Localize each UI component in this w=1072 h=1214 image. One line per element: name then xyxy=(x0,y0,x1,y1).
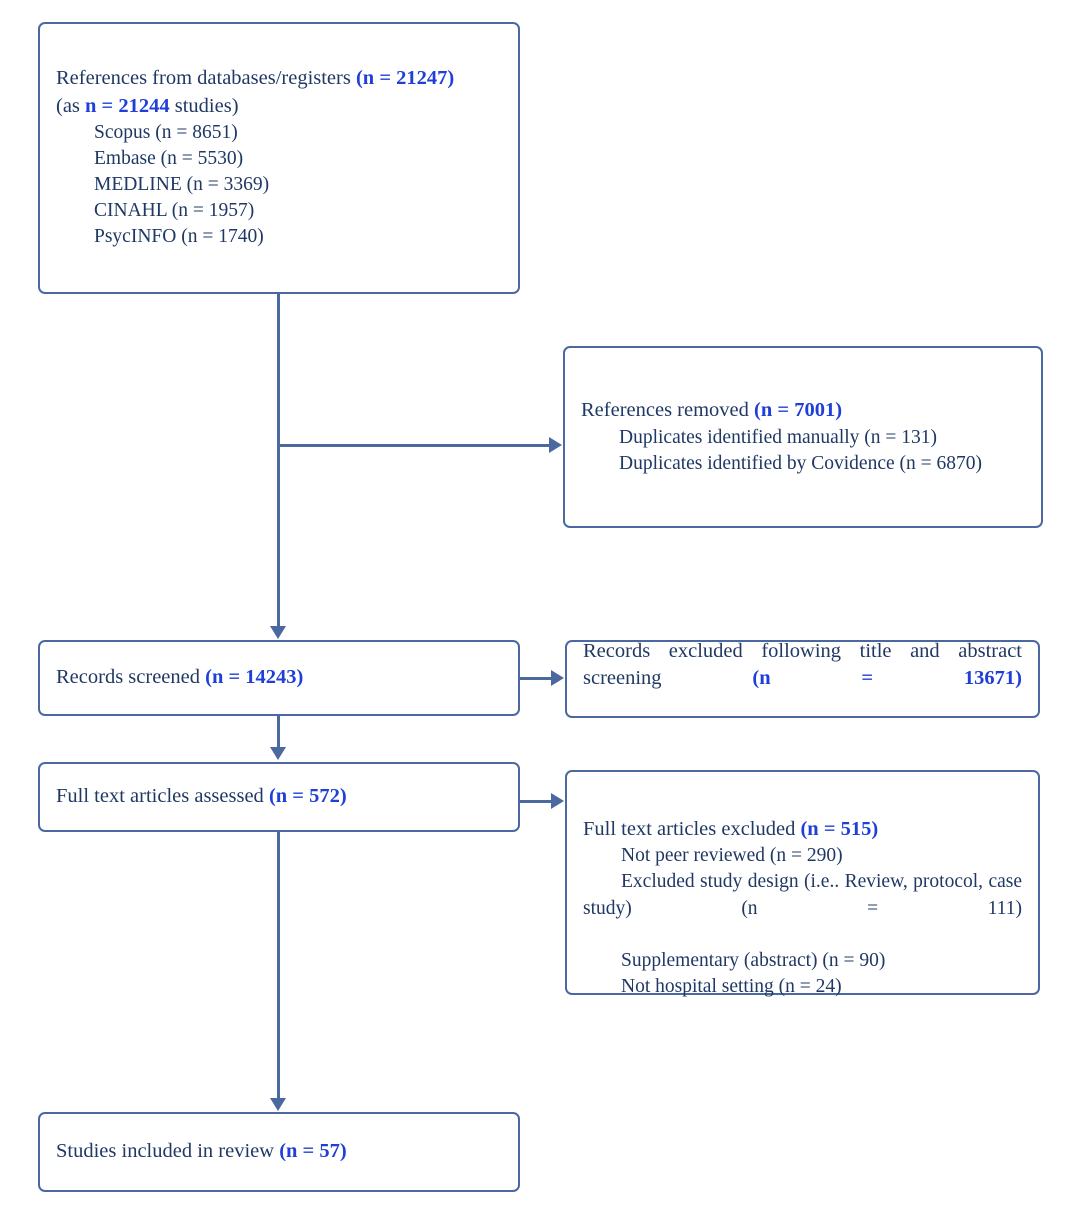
fulltext-assessed-heading-text: Full text articles assessed xyxy=(56,785,269,808)
fulltext-excluded-heading: Full text articles excluded (n = 515) xyxy=(583,816,1022,843)
identification-subheading: (as n = 21244 studies) xyxy=(56,93,502,120)
box-records-excluded-title-abstract: Records excluded following title and abs… xyxy=(565,640,1040,718)
removed-heading: References removed (n = 7001) xyxy=(581,397,1025,424)
connector-fulltext-assessed-to-excluded xyxy=(520,800,552,803)
fulltext-excluded-item-supplementary: Supplementary (abstract) (n = 90) xyxy=(621,949,886,971)
included-heading-count: (n = 57) xyxy=(279,1140,347,1163)
identification-subheading-count: n = 21244 xyxy=(85,94,170,117)
connector-identification-to-screened xyxy=(277,294,280,627)
box-studies-included-content: Studies included in review (n = 57) xyxy=(40,1138,518,1165)
fulltext-excluded-heading-text: Full text articles excluded xyxy=(583,818,801,840)
box-records-excluded-content: Records excluded following title and abs… xyxy=(567,638,1038,720)
source-item-embase: Embase (n = 5530) xyxy=(94,148,244,170)
box-references-from-databases: References from databases/registers (n =… xyxy=(38,22,520,294)
identification-heading: References from databases/registers (n =… xyxy=(56,65,502,92)
box-references-from-databases-content: References from databases/registers (n =… xyxy=(40,65,518,250)
fulltext-excluded-heading-count: (n = 515) xyxy=(800,818,879,840)
removed-heading-text: References removed xyxy=(581,399,755,422)
removed-item-covidence-duplicates: Duplicates identified by Covidence (n = … xyxy=(619,452,982,474)
screened-heading: Records screened (n = 14243) xyxy=(56,664,502,691)
connector-screened-to-excluded xyxy=(520,677,552,680)
excluded-ta-heading-text: Records excluded following title and abs… xyxy=(583,640,1022,690)
connector-fulltext-assessed-to-included xyxy=(277,832,280,1099)
identification-heading-count: (n = 21247) xyxy=(355,67,455,90)
fulltext-excluded-item-not-peer-reviewed: Not peer reviewed (n = 290) xyxy=(621,845,843,867)
arrowhead-screened-to-fulltext-assessed xyxy=(270,747,286,760)
excluded-ta-heading: Records excluded following title and abs… xyxy=(583,638,1022,720)
identification-subheading-prefix: (as xyxy=(56,94,86,117)
box-fulltext-excluded-content: Full text articles excluded (n = 515) No… xyxy=(567,772,1038,1000)
connector-screened-to-fulltext-assessed xyxy=(277,716,280,748)
included-heading-text: Studies included in review xyxy=(56,1140,280,1163)
arrowhead-identification-to-removed xyxy=(549,437,562,453)
included-heading: Studies included in review (n = 57) xyxy=(56,1138,502,1165)
fulltext-excluded-item-excluded-study-design: Excluded study design (i.e.. Review, pro… xyxy=(583,871,1022,919)
source-item-medline: MEDLINE (n = 3369) xyxy=(94,174,270,196)
screened-heading-text: Records screened xyxy=(56,666,206,689)
box-references-removed: References removed (n = 7001) Duplicates… xyxy=(563,346,1043,528)
box-fulltext-assessed: Full text articles assessed (n = 572) xyxy=(38,762,520,832)
arrowhead-fulltext-assessed-to-excluded xyxy=(551,793,564,809)
fulltext-excluded-item-not-hospital-setting: Not hospital setting (n = 24) xyxy=(621,975,842,997)
arrowhead-identification-to-screened xyxy=(270,626,286,639)
box-studies-included: Studies included in review (n = 57) xyxy=(38,1112,520,1192)
excluded-ta-heading-count: (n = 13671) xyxy=(752,667,1022,690)
box-records-screened-content: Records screened (n = 14243) xyxy=(40,664,518,691)
box-references-removed-content: References removed (n = 7001) Duplicates… xyxy=(565,397,1041,477)
removed-heading-count: (n = 7001) xyxy=(754,399,843,422)
connector-identification-to-removed xyxy=(277,444,549,447)
source-item-scopus: Scopus (n = 8651) xyxy=(94,121,238,143)
source-item-cinahl: CINAHL (n = 1957) xyxy=(94,200,255,222)
identification-subheading-suffix: studies) xyxy=(169,94,239,117)
box-fulltext-assessed-content: Full text articles assessed (n = 572) xyxy=(40,783,518,810)
identification-heading-text: References from databases/registers xyxy=(56,67,356,90)
arrowhead-screened-to-excluded xyxy=(551,670,564,686)
fulltext-assessed-heading-count: (n = 572) xyxy=(268,785,347,808)
source-item-psycinfo: PsycINFO (n = 1740) xyxy=(94,226,264,248)
screened-heading-count: (n = 14243) xyxy=(205,666,304,689)
box-records-screened: Records screened (n = 14243) xyxy=(38,640,520,716)
removed-item-manual-duplicates: Duplicates identified manually (n = 131) xyxy=(619,426,938,448)
arrowhead-fulltext-assessed-to-included xyxy=(270,1098,286,1111)
box-fulltext-excluded: Full text articles excluded (n = 515) No… xyxy=(565,770,1040,997)
fulltext-assessed-heading: Full text articles assessed (n = 572) xyxy=(56,783,502,810)
